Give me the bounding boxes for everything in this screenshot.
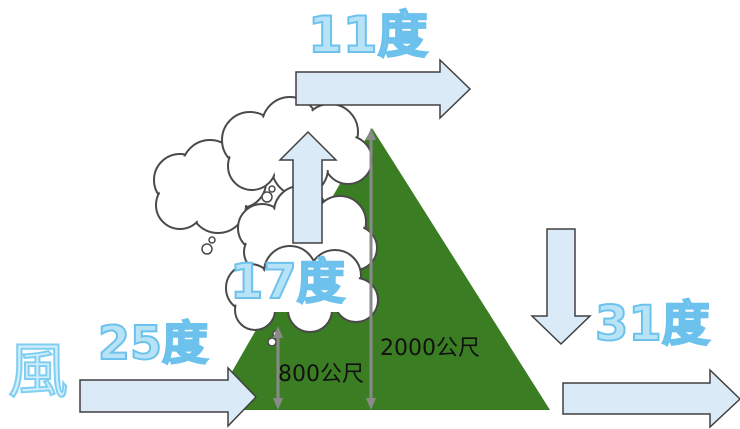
altitude-label-2000: 2000公尺 bbox=[380, 336, 480, 361]
arrow-windward-in bbox=[79, 366, 258, 428]
arrow-down-sinking bbox=[530, 228, 592, 346]
mountain bbox=[210, 128, 550, 410]
arrow-leeward-out bbox=[562, 368, 740, 429]
temp-label-top: 11度 bbox=[307, 6, 429, 64]
arrow-up-rising bbox=[278, 130, 338, 244]
temp-label-leeward: 31度 bbox=[594, 296, 711, 352]
altitude-line-2000 bbox=[366, 128, 376, 410]
altitude-label-800: 800公尺 bbox=[278, 362, 364, 387]
wind-label: 風 bbox=[7, 337, 69, 407]
temp-label-cloud: 17度 bbox=[229, 254, 346, 310]
arrow-top-right bbox=[295, 58, 472, 120]
temp-label-base: 25度 bbox=[97, 316, 209, 370]
cloud-upper-left bbox=[153, 139, 267, 234]
cloud-lower bbox=[225, 245, 379, 333]
altitude-line-800 bbox=[273, 326, 283, 410]
